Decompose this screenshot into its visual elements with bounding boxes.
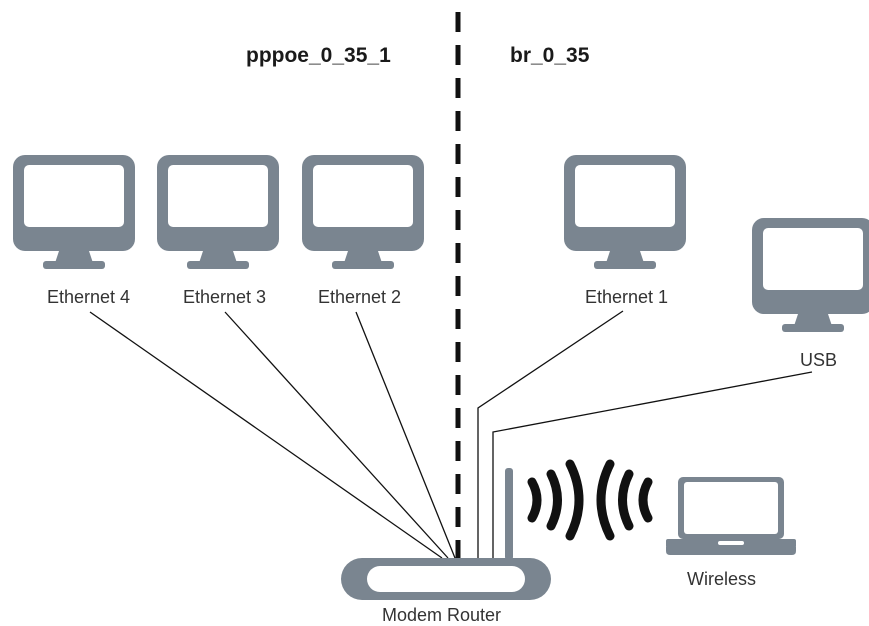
label-usb: USB bbox=[800, 350, 837, 370]
zone-title-pppoe: pppoe_0_35_1 bbox=[246, 44, 391, 67]
monitor-icon bbox=[157, 155, 279, 269]
wave-right-3 bbox=[565, 459, 584, 541]
label-ethernet1: Ethernet 1 bbox=[585, 287, 668, 307]
label-ethernet4: Ethernet 4 bbox=[47, 287, 130, 307]
wave-left-1 bbox=[596, 459, 615, 541]
label-ethernet3: Ethernet 3 bbox=[183, 287, 266, 307]
cable-ethernet2 bbox=[355, 311, 456, 559]
cable-ethernet3 bbox=[224, 311, 449, 559]
wave-right-2 bbox=[546, 469, 562, 531]
monitor-icon bbox=[752, 218, 869, 332]
cable-ethernet4 bbox=[89, 311, 443, 559]
label-router: Modem Router bbox=[382, 605, 501, 625]
wave-left-3 bbox=[638, 477, 653, 523]
wave-left-2 bbox=[618, 469, 634, 531]
wave-right-1 bbox=[527, 477, 542, 523]
monitor-icon bbox=[302, 155, 424, 269]
router-panel bbox=[367, 566, 525, 592]
cable-ethernet1 bbox=[477, 310, 624, 558]
wifi-waves-icon bbox=[527, 459, 653, 541]
zone-title-bridge: br_0_35 bbox=[510, 44, 590, 67]
label-wireless: Wireless bbox=[687, 569, 756, 589]
router-icon bbox=[341, 468, 551, 600]
cable-usb bbox=[492, 371, 813, 558]
label-ethernet2: Ethernet 2 bbox=[318, 287, 401, 307]
monitor-icon bbox=[13, 155, 135, 269]
monitor-icon bbox=[564, 155, 686, 269]
router-antenna bbox=[505, 468, 513, 560]
laptop-icon bbox=[666, 477, 796, 555]
cables bbox=[89, 310, 813, 559]
